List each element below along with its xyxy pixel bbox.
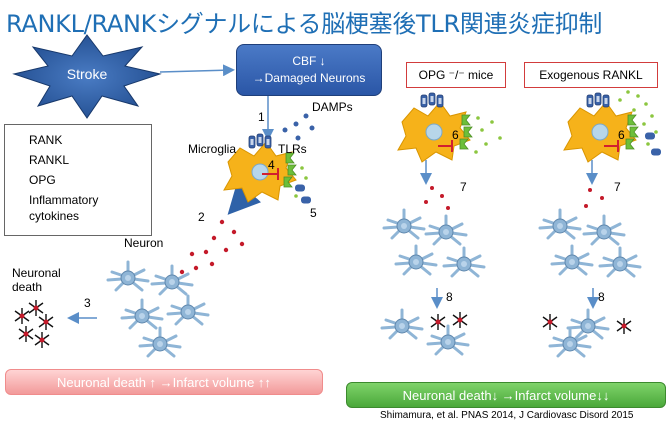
cbf-box: CBF ↓ →Damaged Neurons [236, 44, 382, 96]
neuronal-death-label-2: death [12, 280, 43, 294]
rankl-dots [294, 166, 308, 198]
neuron-label: Neuron [124, 236, 164, 250]
citation: Shimamura, et al. PNAS 2014, J Cardiovas… [380, 410, 634, 421]
legend-cytokines-1: Inflammatory [29, 193, 99, 207]
case-exogenous-rankl: Exogenous RANKL [524, 62, 658, 88]
neurons-after-rankl [542, 308, 632, 358]
step-6-opg: 6 [452, 128, 459, 142]
step-8-opg: 8 [446, 290, 453, 304]
neuron-cluster-rankl [538, 208, 642, 278]
step-8-rankl: 8 [598, 290, 605, 304]
step-2: 2 [198, 210, 205, 224]
step-5: 5 [310, 206, 317, 220]
neuronal-death-label-1: Neuronal [12, 266, 61, 280]
damps-label: DAMPs [312, 100, 353, 114]
legend-rankl: RANKL [29, 153, 70, 167]
case-opg-knockout: OPG ⁻/⁻ mice [406, 62, 506, 88]
step-1: 1 [258, 110, 265, 124]
outcome-bar-right: Neuronal death↓ →Infarct volume↓↓ [346, 382, 666, 408]
stroke-burst [12, 34, 162, 119]
cbf-line1: CBF ↓ [292, 54, 326, 68]
rankl-opg-panel [474, 116, 502, 154]
opg-molecules [295, 184, 311, 204]
step-6-rankl: 6 [618, 128, 625, 142]
legend-opg: OPG [29, 173, 56, 187]
neuron-cluster-left [106, 260, 210, 358]
cbf-line2: →Damaged Neurons [252, 71, 366, 85]
cytokines-rankl-panel [584, 188, 604, 208]
tlrs-label: TLRs [278, 142, 307, 156]
page-title: RANKL/RANKシグナルによる脳梗塞後TLR関連炎症抑制 [6, 10, 603, 38]
dead-neurons-left [14, 299, 54, 349]
rankl-rankl-panel [618, 90, 658, 146]
legend: RANK RANKL OPG Inflammatory cytokines [4, 124, 152, 236]
tlr-opg-panel [420, 92, 444, 108]
step-3: 3 [84, 296, 91, 310]
neuron-cluster-opg [382, 208, 486, 278]
stroke-label: Stroke [67, 66, 108, 82]
damps-dots [282, 113, 315, 141]
step-4: 4 [268, 158, 275, 172]
tlr-rankl-panel [586, 92, 610, 108]
legend-rank: RANK [29, 133, 63, 147]
microglia-label: Microglia [188, 142, 237, 156]
cytokines-opg-panel [424, 186, 450, 210]
neurons-after-opg [380, 308, 470, 356]
outcome-bar-left: Neuronal death ↑ →Infarct volume ↑↑ [5, 369, 323, 395]
microglia-opg-panel [397, 101, 471, 163]
step-7-opg: 7 [460, 180, 467, 194]
tlr-receptors [248, 133, 272, 149]
legend-cytokines-2: cytokines [29, 209, 80, 223]
cytokine-dots [179, 219, 245, 275]
microglia-rankl-panel [563, 101, 637, 163]
arrow-stroke-to-cbf [159, 64, 235, 77]
step-7-rankl: 7 [614, 180, 621, 194]
